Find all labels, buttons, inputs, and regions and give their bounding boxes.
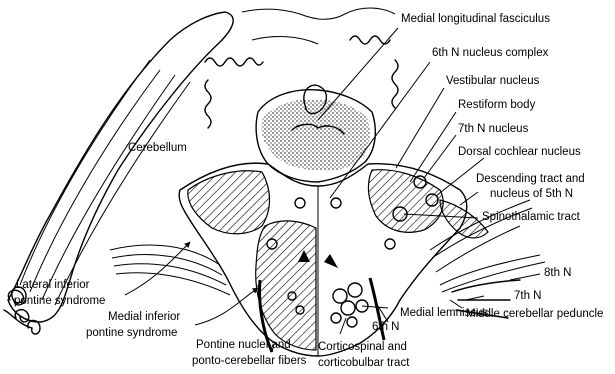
label-7th-n: 7th N [514, 290, 542, 302]
label-8th-n: 8th N [544, 267, 572, 279]
label-6th-n: 6th N [372, 321, 400, 333]
label-cerebellum: Cerebellum [128, 142, 187, 154]
label-descending-tract-line2: nucleus of 5th N [490, 188, 573, 200]
label-dorsal-cochlear-nucleus: Dorsal cochlear nucleus [458, 146, 581, 158]
label-pontine-nuclei-line2: ponto-cerebellar fibers [192, 355, 307, 367]
label-lateral-inferior-line2: pontine syndrome [14, 295, 105, 307]
middle-cerebellar-peduncle-fibers [110, 200, 545, 295]
label-lateral-inferior-line1: Lateral inferior [16, 279, 90, 291]
label-corticospinal-line1: Corticospinal and [318, 341, 407, 353]
label-medial-inferior-line2: pontine syndrome [86, 327, 177, 339]
label-6th-n-nucleus-complex: 6th N nucleus complex [432, 47, 549, 59]
label-restiform-body: Restiform body [458, 99, 536, 111]
label-spinothalamic-tract: Spinothalamic tract [482, 211, 581, 223]
label-medial-inferior-line1: Medial inferior [108, 311, 180, 323]
label-medial-lemniscus: Medial lemniscus [400, 307, 488, 319]
label-pontine-nuclei-line1: Pontine nuclei and [196, 339, 291, 351]
label-medial-longitudinal-fasciculus: Medial longitudinal fasciculus [401, 13, 550, 25]
label-corticospinal-line2: corticobulbar tract [318, 357, 410, 369]
label-vestibular-nucleus: Vestibular nucleus [446, 75, 540, 87]
label-7th-n-nucleus: 7th N nucleus [458, 123, 529, 135]
label-descending-tract-line1: Descending tract and [476, 173, 585, 185]
